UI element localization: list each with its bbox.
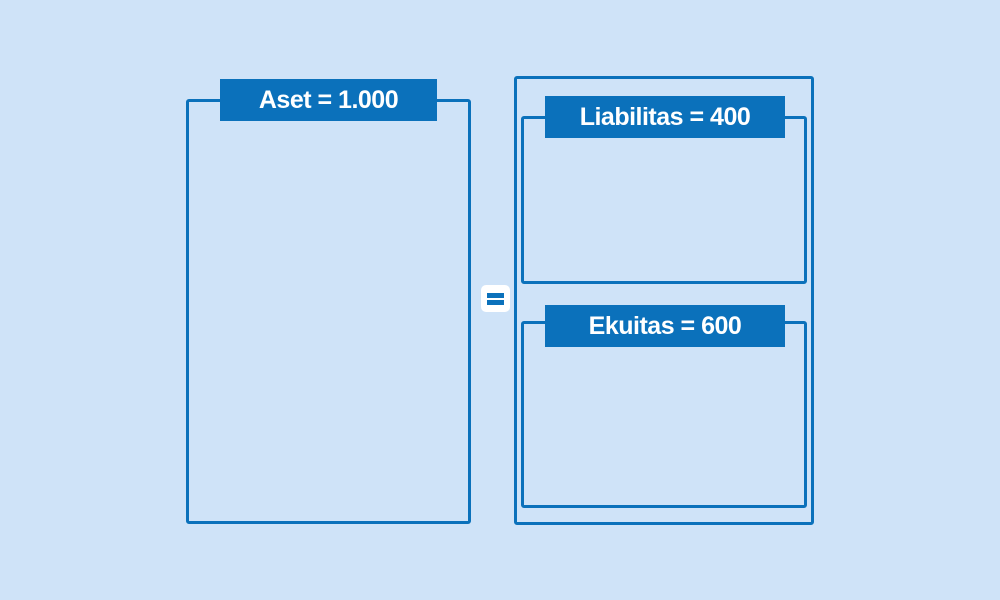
liabilities-box [521,116,807,284]
equals-bar-bottom [487,300,504,305]
equals-icon [481,285,510,312]
equity-box [521,321,807,508]
liabilities-label: Liabilitas = 400 [545,96,785,138]
assets-box [186,99,471,524]
equals-bar-top [487,293,504,298]
assets-label: Aset = 1.000 [220,79,437,121]
equity-label: Ekuitas = 600 [545,305,785,347]
liabilities-equity-container [514,76,814,525]
